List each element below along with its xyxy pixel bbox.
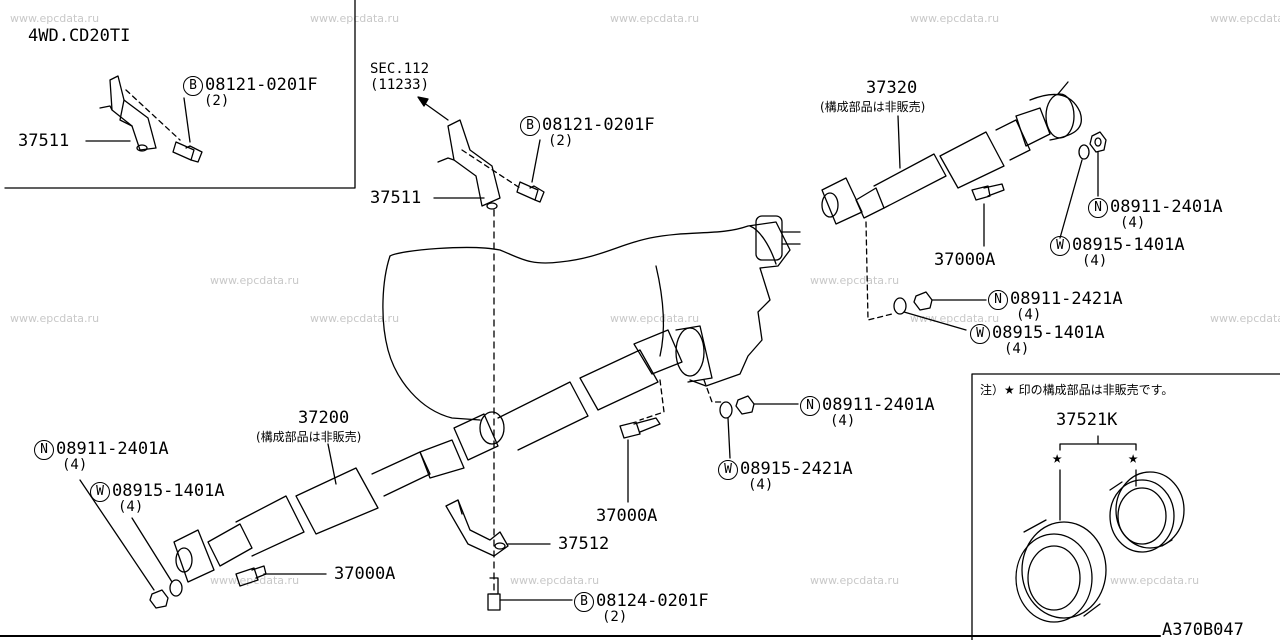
inset-frame — [4, 0, 356, 189]
shaft-37200-code: 37200 — [298, 408, 350, 428]
alignment-line — [865, 221, 893, 321]
bearing-kit-label: 37521K — [1056, 410, 1118, 430]
star-marker: ★ — [1052, 448, 1063, 468]
diagram-id: A370B047 — [1162, 620, 1244, 640]
bolt-left — [235, 565, 267, 587]
watermark: www.epcdata.ru — [1210, 312, 1280, 325]
bearing-left — [1015, 519, 1107, 623]
inset-bracket-label: 37511 — [18, 131, 70, 151]
inset-title: 4WD.CD20TI — [28, 26, 131, 46]
watermark: www.epcdata.ru — [210, 274, 300, 287]
watermark: www.epcdata.ru — [610, 312, 700, 325]
leader — [897, 115, 901, 169]
section-ref-sub: (11233) — [370, 77, 430, 93]
watermark: www.epcdata.ru — [910, 12, 1000, 25]
note-bracket-lines — [1059, 435, 1137, 451]
watermark: www.epcdata.ru — [810, 574, 900, 587]
alignment-line — [639, 379, 665, 421]
shaft-37200-note: (構成部品は非販売) — [256, 430, 362, 444]
watermark: www.epcdata.ru — [1210, 12, 1280, 25]
washer-left — [169, 579, 183, 597]
watermark: www.epcdata.ru — [610, 12, 700, 25]
bolt-bottom-qty: (2) — [602, 609, 628, 625]
watermark: www.epcdata.ru — [810, 274, 900, 287]
leader — [727, 417, 731, 459]
bolt-left-label: 37000A — [334, 564, 396, 584]
section-arrow-head — [417, 96, 429, 107]
nut-center-qty: (4) — [830, 413, 856, 429]
bolt-center — [619, 417, 661, 439]
note-text: 注）★ 印の構成部品は非販売です。 — [980, 383, 1174, 397]
transmission-housing — [382, 215, 801, 421]
shaft-37320-code: 37320 — [866, 78, 918, 98]
watermark: www.epcdata.ru — [510, 574, 600, 587]
inset-bolt — [172, 141, 203, 163]
inset-bracket — [99, 75, 181, 152]
washer-upper-right-qty: (4) — [1082, 253, 1108, 269]
washer-left-qty: (4) — [118, 499, 144, 515]
inset-bolt-qty: (2) — [204, 93, 230, 109]
star-marker: ★ — [1128, 448, 1139, 468]
bolt-upper-label: 37000A — [934, 250, 996, 270]
nut-mid — [913, 291, 933, 311]
bolt-upper — [971, 183, 1005, 201]
watermark: www.epcdata.ru — [310, 312, 400, 325]
washer-mid-qty: (4) — [1004, 341, 1030, 357]
washer-center — [719, 401, 733, 419]
leader — [903, 311, 967, 331]
leader — [131, 517, 173, 583]
bracket-37512 — [445, 499, 509, 557]
propeller-shaft-37200 — [173, 325, 713, 583]
watermark: www.epcdata.ru — [910, 312, 1000, 325]
propeller-shaft-37320 — [821, 81, 1082, 225]
washer-mid — [893, 297, 907, 315]
watermark: www.epcdata.ru — [10, 12, 100, 25]
nut-upper-right-qty: (4) — [1120, 215, 1146, 231]
leader — [1059, 159, 1083, 239]
bearing-right — [1109, 471, 1185, 553]
watermark: www.epcdata.ru — [10, 312, 100, 325]
nut-left — [149, 589, 169, 609]
bracket-37511-label: 37511 — [370, 188, 422, 208]
bracket-37512-label: 37512 — [558, 534, 610, 554]
shaft-37320-note: (構成部品は非販売) — [820, 100, 926, 114]
bolt-center-label: 37000A — [596, 506, 658, 526]
washer-upper-right — [1078, 144, 1090, 160]
bolt-bottom — [487, 577, 501, 611]
nut-center — [735, 395, 755, 415]
nut-left-qty: (4) — [62, 457, 88, 473]
nut-upper-right — [1089, 131, 1107, 153]
bolt-top-qty: (2) — [548, 133, 574, 149]
bolt-top — [516, 181, 545, 203]
watermark: www.epcdata.ru — [1110, 574, 1200, 587]
bracket-37511 — [437, 119, 521, 210]
leader — [183, 97, 191, 143]
note-box-frame — [971, 373, 1280, 640]
section-ref: SEC.112 — [370, 61, 430, 77]
leader — [531, 139, 541, 183]
washer-center-qty: (4) — [748, 477, 774, 493]
leader — [327, 443, 337, 485]
nut-mid-qty: (4) — [1016, 307, 1042, 323]
alignment-line — [703, 379, 725, 403]
